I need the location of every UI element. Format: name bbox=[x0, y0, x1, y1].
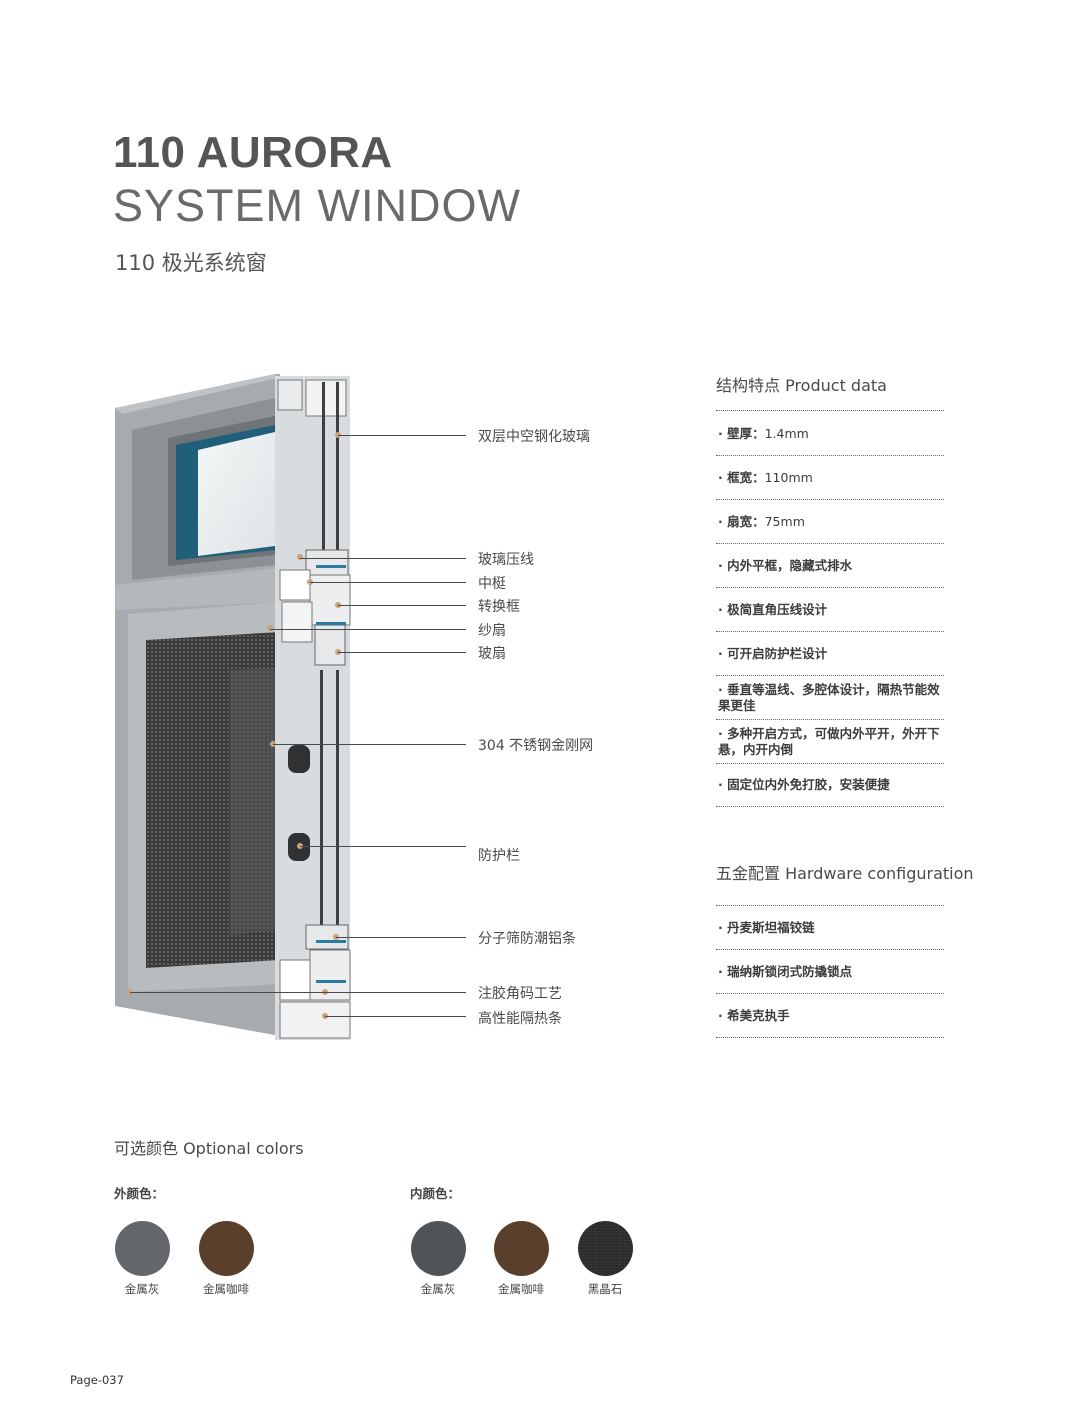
divider bbox=[716, 499, 944, 500]
callout-line bbox=[310, 582, 466, 583]
title-line-1: 110 AURORA bbox=[113, 128, 393, 177]
divider bbox=[716, 587, 944, 588]
color-name: 金属咖啡 bbox=[498, 1282, 544, 1296]
callout-label: 双层中空钢化玻璃 bbox=[478, 429, 590, 445]
callout-label: 高性能隔热条 bbox=[478, 1011, 562, 1027]
callout-line bbox=[325, 1016, 466, 1017]
hardware-item: · 丹麦斯坦福铰链 bbox=[718, 920, 815, 935]
callout-label: 304 不锈钢金刚网 bbox=[478, 738, 594, 754]
color-name: 金属灰 bbox=[420, 1282, 456, 1296]
divider bbox=[716, 410, 944, 411]
divider bbox=[716, 719, 944, 720]
callout-label: 注胶角码工艺 bbox=[478, 986, 562, 1002]
feature-item: · 垂直等温线、多腔体设计，隔热节能效果更佳 bbox=[718, 682, 940, 713]
callout-label: 防护栏 bbox=[478, 848, 520, 864]
color-name: 金属灰 bbox=[124, 1282, 160, 1296]
outer-colors-label: 外颜色： bbox=[114, 1186, 165, 1201]
title-line-2: SYSTEM WINDOW bbox=[113, 180, 521, 231]
divider bbox=[716, 763, 944, 764]
color-swatch-inner-gray bbox=[411, 1221, 466, 1276]
divider bbox=[716, 631, 944, 632]
title-chinese: 110 极光系统窗 bbox=[115, 251, 267, 275]
feature-item: · 可开启防护栏设计 bbox=[718, 646, 828, 661]
feature-item: · 壁厚：1.4mm bbox=[718, 426, 809, 441]
callout-label: 玻扇 bbox=[478, 646, 506, 662]
color-name: 黑晶石 bbox=[587, 1282, 623, 1296]
callout-line bbox=[130, 992, 466, 993]
color-swatch-inner-coffee bbox=[494, 1221, 549, 1276]
divider bbox=[716, 993, 944, 994]
divider bbox=[716, 455, 944, 456]
divider bbox=[716, 806, 944, 807]
inner-colors-label: 内颜色： bbox=[410, 1186, 461, 1201]
divider bbox=[716, 1037, 944, 1038]
callout-line bbox=[338, 435, 466, 436]
callout-line bbox=[338, 652, 466, 653]
hardware-title: 五金配置 Hardware configuration bbox=[716, 864, 974, 883]
color-swatch-inner-black-crystal bbox=[578, 1221, 633, 1276]
window-profile-illustration bbox=[115, 374, 351, 1040]
callout-label: 分子筛防潮铝条 bbox=[478, 931, 576, 947]
divider bbox=[716, 675, 944, 676]
product-data-title: 结构特点 Product data bbox=[716, 376, 887, 395]
colors-title: 可选颜色 Optional colors bbox=[114, 1139, 304, 1158]
callout-label: 中梃 bbox=[478, 576, 506, 592]
feature-item: · 扇宽：75mm bbox=[718, 514, 805, 529]
callout-line bbox=[273, 744, 466, 745]
divider bbox=[716, 543, 944, 544]
color-swatch-outer-gray bbox=[115, 1221, 170, 1276]
color-swatch-outer-coffee bbox=[199, 1221, 254, 1276]
callout-line bbox=[338, 605, 466, 606]
hardware-item: · 瑞纳斯锁闭式防撬锁点 bbox=[718, 964, 853, 979]
feature-item: · 内外平框，隐藏式排水 bbox=[718, 558, 853, 573]
divider bbox=[716, 949, 944, 950]
callout-line bbox=[300, 558, 466, 559]
feature-item: · 极简直角压线设计 bbox=[718, 602, 828, 617]
callout-label: 转换框 bbox=[478, 599, 520, 615]
callout-label: 纱扇 bbox=[478, 623, 506, 639]
feature-item: · 框宽：110mm bbox=[718, 470, 813, 485]
divider bbox=[716, 905, 944, 906]
callout-line bbox=[300, 846, 466, 847]
callout-line bbox=[336, 937, 466, 938]
page-number: Page-037 bbox=[70, 1373, 124, 1387]
feature-item: · 固定位内外免打胶，安装便捷 bbox=[718, 777, 890, 792]
callout-label: 玻璃压线 bbox=[478, 552, 534, 568]
feature-item: · 多种开启方式，可做内外平开，外开下悬，内开内倒 bbox=[718, 726, 940, 757]
callout-line bbox=[270, 629, 466, 630]
color-name: 金属咖啡 bbox=[203, 1282, 249, 1296]
hardware-item: · 希美克执手 bbox=[718, 1008, 790, 1023]
